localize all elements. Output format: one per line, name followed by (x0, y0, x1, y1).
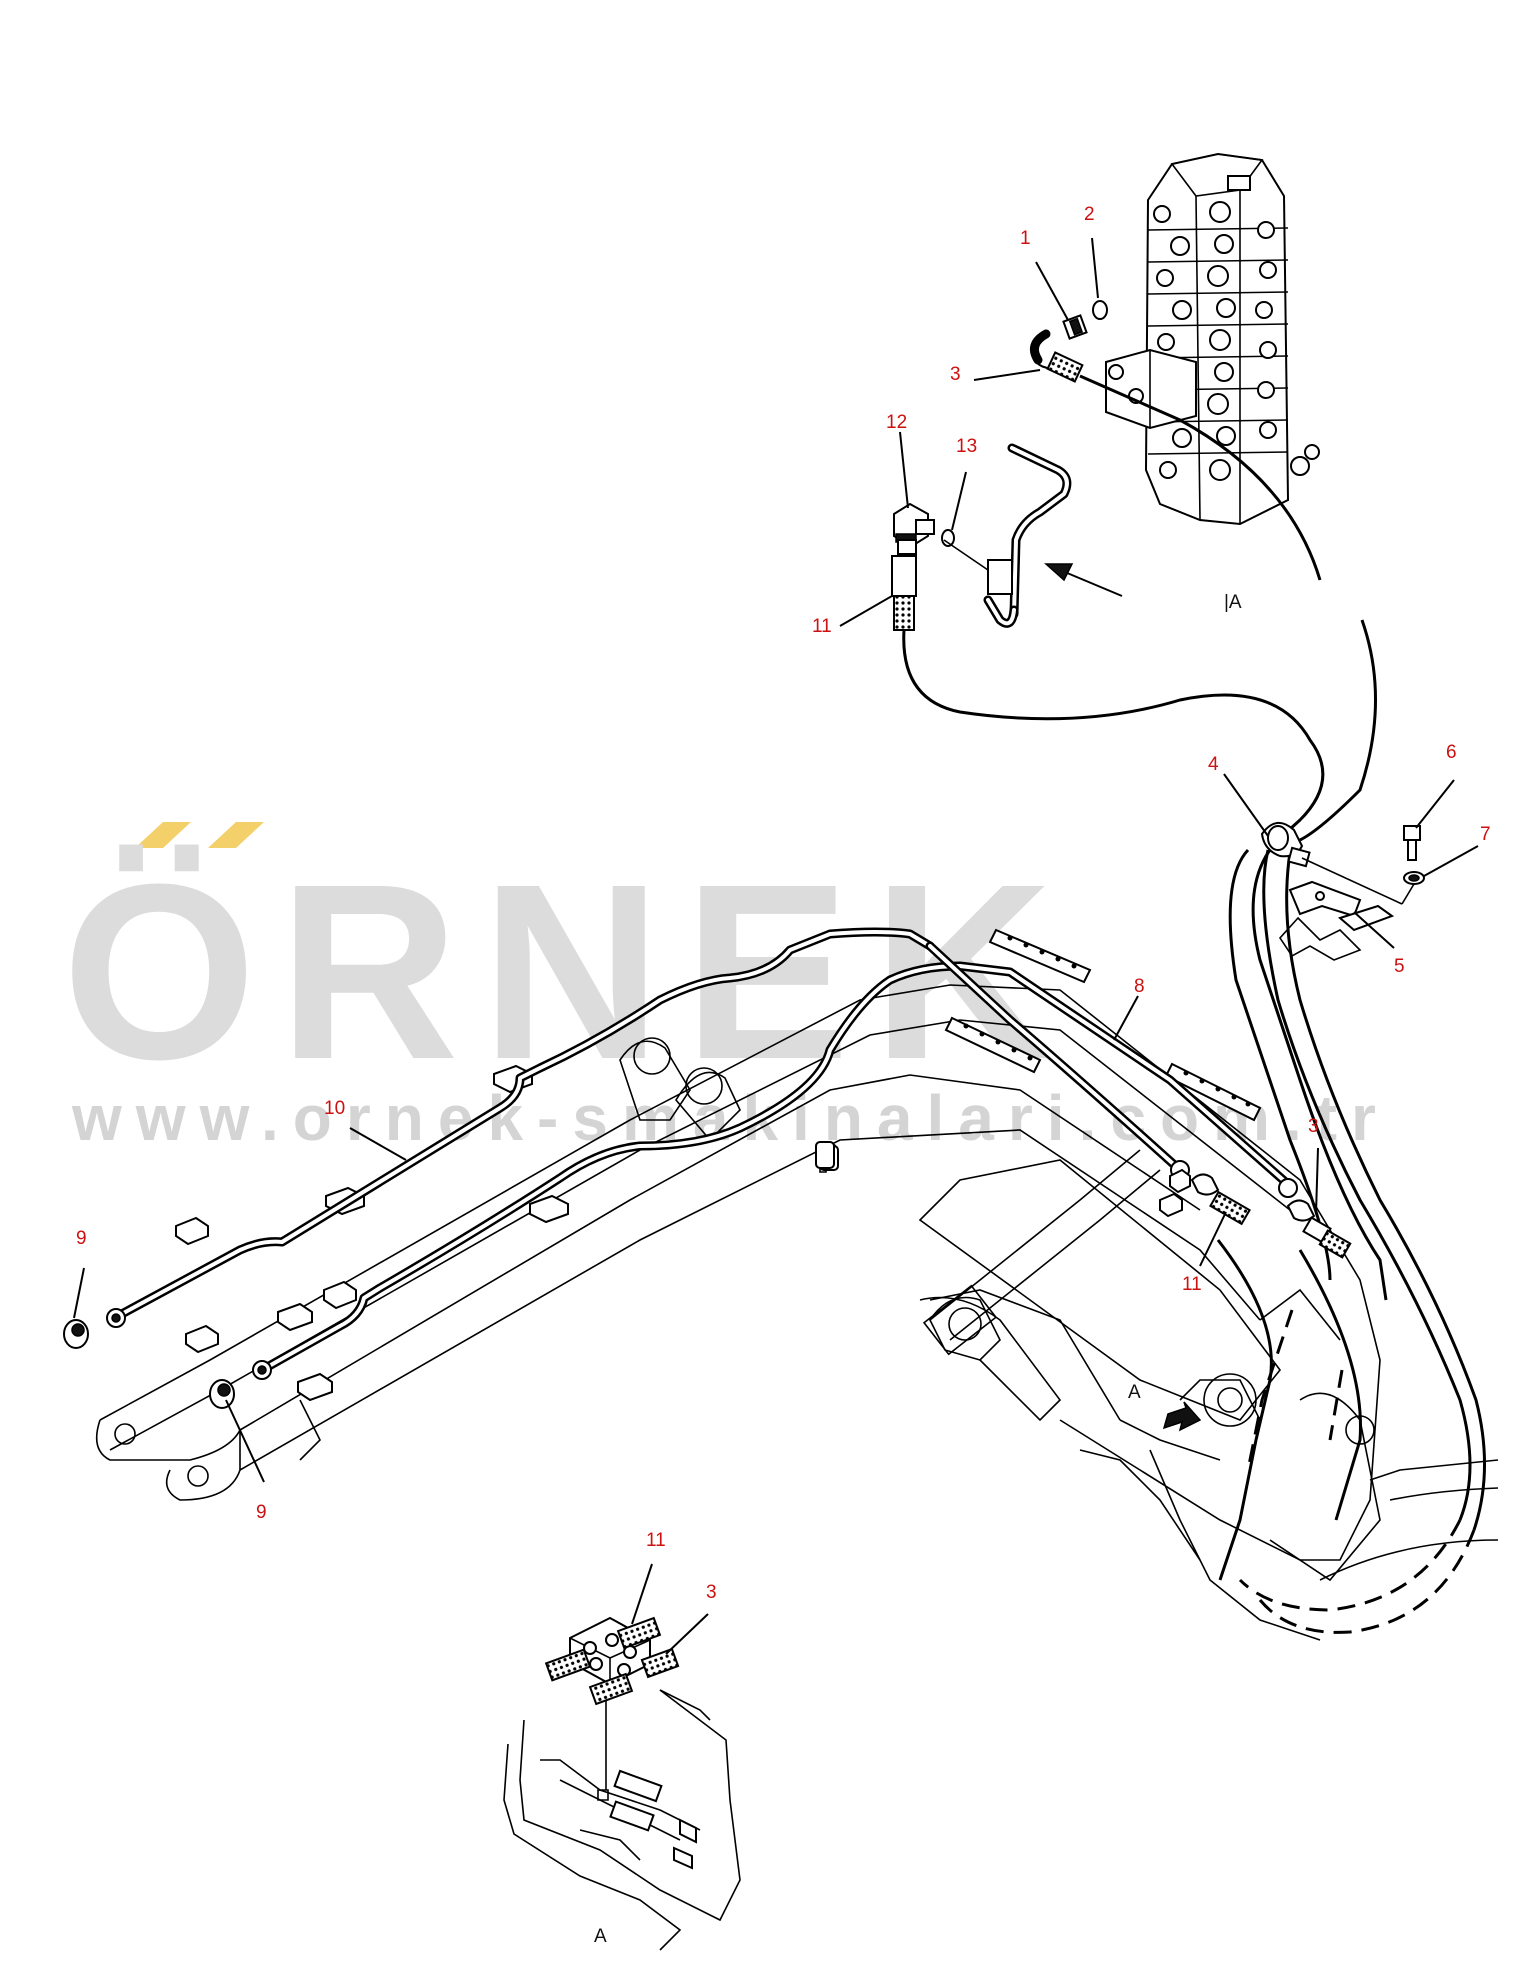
o-ring-2 (1092, 300, 1108, 320)
section-arrow-a (1162, 1401, 1202, 1432)
section-marker-a: |A (1224, 592, 1242, 613)
view-labels: |A A A (594, 592, 1242, 1947)
boom-hose-end-3 (1286, 1199, 1352, 1259)
adapter-hose-end-11 (891, 555, 917, 631)
bracket-5 (1278, 880, 1395, 961)
elbow-fitting-12 (893, 502, 935, 555)
watermark-url: www.ornek-smakinalari.com.tr (71, 1082, 1390, 1154)
callout-9-top: 9 (76, 1228, 87, 1249)
pipe-upper-boom (925, 941, 1185, 1175)
callout-numbers: 1 2 3 12 13 11 4 6 7 5 8 3 11 10 9 9 11 … (76, 204, 1491, 1603)
detail-title-a: A (594, 1926, 607, 1947)
view-arrow (1044, 563, 1123, 597)
control-valve (1105, 152, 1320, 526)
callout-1: 1 (1020, 228, 1031, 249)
callout-3-detail: 3 (706, 1582, 717, 1603)
callout-5: 5 (1394, 956, 1405, 977)
washer-7 (1403, 871, 1425, 885)
pipe-8 (257, 961, 1295, 1375)
boom-mounting-blocks (815, 1141, 1191, 1218)
callout-2: 2 (1084, 204, 1095, 225)
arrow-marker-a: A (1128, 1382, 1141, 1403)
clamp-reference-lines (1301, 857, 1415, 905)
bolt-6 (1403, 825, 1421, 861)
clamp-4 (1260, 822, 1311, 868)
callout-3-boom: 3 (1308, 1116, 1319, 1137)
callout-7: 7 (1480, 824, 1491, 845)
callout-11-detail: 11 (646, 1530, 666, 1551)
watermark-accent-right (208, 822, 264, 848)
pipe-end-fittings (106, 1160, 1298, 1380)
callout-11-adapter: 11 (812, 616, 832, 637)
pipe-10 (113, 927, 935, 1321)
valve-hose-end-3 (1029, 329, 1084, 383)
hoses (902, 374, 1486, 1634)
callout-9-bottom: 9 (256, 1502, 267, 1523)
cap-9-upper (63, 1319, 89, 1349)
callout-3-valve: 3 (950, 364, 961, 385)
boom-cylinder (922, 1149, 1161, 1356)
o-ring-13 (941, 529, 955, 547)
callout-4: 4 (1208, 754, 1219, 775)
line-tube-adapter (943, 443, 1072, 628)
callout-8: 8 (1134, 976, 1145, 997)
boom-hose-end-11 (1190, 1173, 1251, 1226)
callout-6: 6 (1446, 742, 1457, 763)
watermark-accent-left (135, 822, 191, 848)
leader-lines (73, 237, 1479, 1655)
valve-fitting-1 (1062, 314, 1088, 340)
cap-9-lower (209, 1379, 235, 1409)
callout-10: 10 (324, 1098, 345, 1119)
callout-13: 13 (956, 436, 977, 457)
clamp-strips (944, 928, 1262, 1122)
callout-11-boom: 11 (1182, 1274, 1202, 1295)
detail-a (503, 1616, 741, 1951)
callout-12: 12 (886, 412, 907, 433)
